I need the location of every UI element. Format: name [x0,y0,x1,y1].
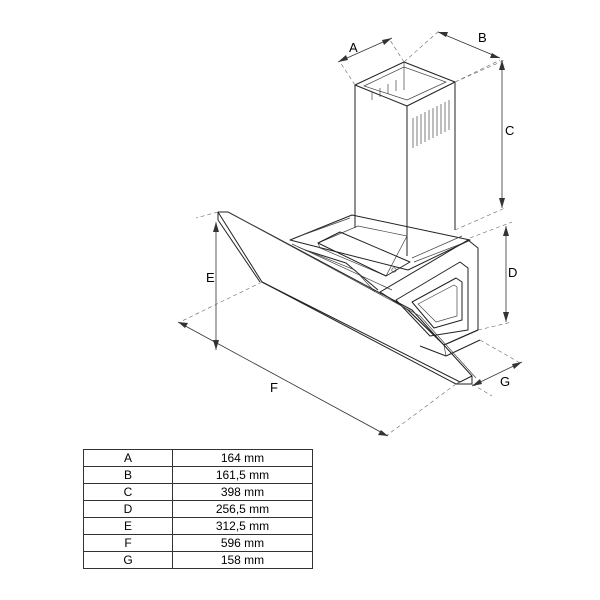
dimension-f: F [177,281,457,437]
filter-knob-icon [391,267,397,273]
dimension-a: A [337,37,405,86]
dimension-key: E [83,517,173,535]
dimension-label-c: C [505,123,514,138]
dimension-key: D [83,500,173,518]
hood-body [289,214,481,357]
dimension-value: 161,5 mm [172,466,313,484]
dimension-g: G [471,339,523,397]
dimension-key: G [83,551,173,569]
dimension-label-f: F [270,380,278,395]
dimension-key: A [83,449,173,467]
dimension-value: 398 mm [172,483,313,501]
dimension-value: 596 mm [172,534,313,552]
dimension-key: C [83,483,173,501]
dimension-value: 256,5 mm [172,500,313,518]
dimension-value: 312,5 mm [172,517,313,535]
dimension-b: B [403,29,501,83]
glass-panel [217,211,477,385]
dimension-c: C [454,59,514,231]
dimension-label-e: E [206,270,215,285]
dimension-label-d: D [508,265,517,280]
dimension-key: F [83,534,173,552]
dimension-d: D [469,221,517,331]
dimension-label-a: A [349,40,358,55]
dimension-key: B [83,466,173,484]
dimension-label-b: B [478,30,487,45]
dimension-e: E [195,211,219,350]
chimney-vent-slots [412,100,450,148]
chimney [354,61,456,256]
dimension-value: 158 mm [172,551,313,569]
cooker-hood-diagram: A B C D E [177,29,523,437]
dimension-label-g: G [500,374,510,389]
dimension-value: 164 mm [172,449,313,467]
hood-top [289,214,471,271]
